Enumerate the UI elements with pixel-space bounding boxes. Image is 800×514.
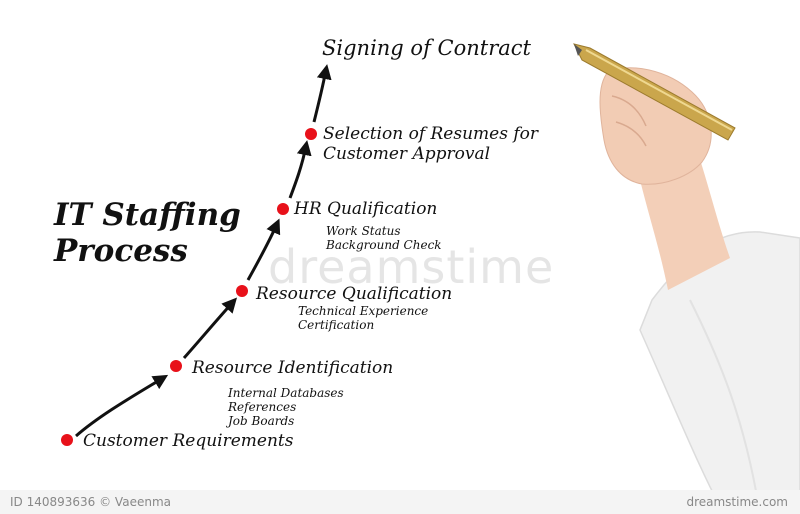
hand-shape (599, 67, 712, 185)
step-dot-5 (305, 128, 317, 140)
watermark-footer: ID 140893636 © Vaeenma dreamstime.com (0, 490, 800, 514)
arrow-2 (182, 297, 238, 359)
watermark-id: ID 140893636 © Vaeenma (10, 495, 171, 509)
step-dot-3 (236, 285, 248, 297)
arrow-3 (246, 218, 281, 281)
step-2-detail-1: Internal Databases (228, 386, 344, 400)
watermark-text: dreamstime (268, 240, 555, 294)
diagram-title-line-2: Process (54, 233, 188, 269)
step-1-label: Customer Requirements (83, 431, 294, 451)
step-3-detail-2: Certification (298, 318, 375, 332)
step-dot-2 (170, 360, 182, 372)
final-step-label: Signing of Contract (322, 36, 531, 60)
step-2-label: Resource Identification (192, 358, 394, 378)
watermark-site: dreamstime.com (686, 495, 788, 509)
step-5-label-line-2: Customer Approval (323, 144, 491, 164)
step-3-detail-1: Technical Experience (298, 304, 429, 318)
arrow-5 (312, 64, 332, 123)
step-2-detail-2: References (228, 400, 297, 414)
arrow-4 (288, 140, 312, 199)
step-4-label: HR Qualification (294, 199, 438, 219)
step-dot-1 (61, 434, 73, 446)
step-5-label: Selection of Resumes for (323, 124, 539, 144)
step-3-label: Resource Qualification (256, 284, 453, 304)
step-2-detail-3: Job Boards (228, 414, 295, 428)
step-4-detail-2: Background Check (326, 238, 442, 252)
arrow-1 (75, 374, 169, 438)
step-4-detail-1: Work Status (326, 224, 401, 238)
step-dot-4 (277, 203, 289, 215)
pen-icon (573, 43, 736, 141)
diagram-title-line-1: IT Staffing (54, 197, 241, 233)
